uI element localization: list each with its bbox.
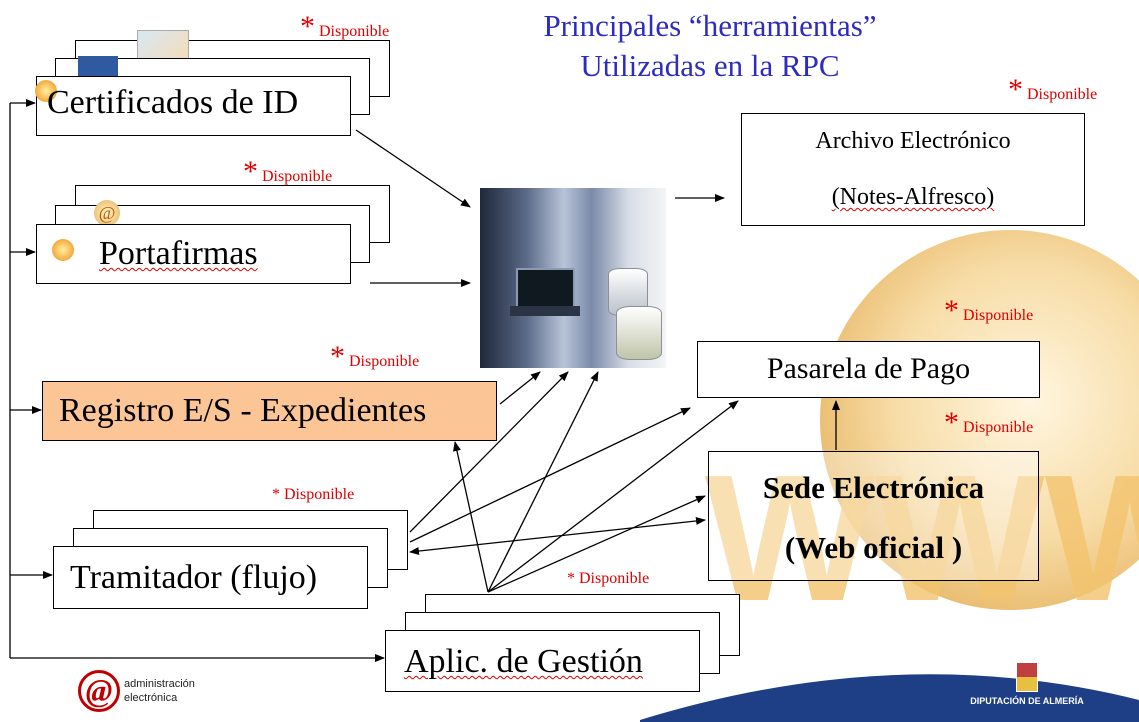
sede-available: * Disponible [944, 408, 1033, 438]
sede-label-line2: (Web oficial ) [784, 530, 963, 565]
available-text: Disponible [319, 23, 390, 40]
logo-text-line1: administración [124, 678, 195, 690]
title-line-2: Utilizadas en la RPC [580, 48, 840, 83]
signature-seal-icon [52, 239, 74, 261]
available-star: * [300, 10, 315, 43]
arrow-aplic-pasarela [487, 400, 739, 593]
arrow-tramitador-server [409, 371, 569, 533]
archivo-label-line2: (Notes-Alfresco) [742, 184, 1084, 211]
registro-box: Registro E/S - Expedientes [42, 381, 497, 441]
server-image [480, 188, 666, 368]
available-star: * [330, 340, 345, 373]
available-star: * [1008, 73, 1023, 106]
arrow-aplic-server [487, 371, 599, 593]
diagram-title: Principales “herramientas” Utilizadas en… [500, 6, 920, 86]
available-star: * [944, 406, 959, 439]
pasarela-available: * Disponible [944, 296, 1033, 326]
sede-label-line1: Sede Electrónica [762, 470, 985, 505]
arrow-aplic-registro [453, 441, 489, 593]
archivo-label-line1: Archivo Electrónico [815, 128, 1011, 154]
arrow-tramitador-sede [409, 516, 706, 556]
available-text: Disponible [963, 419, 1034, 436]
certificados-box: Certificados de ID [35, 76, 351, 136]
aplic-available: * Disponible [567, 570, 650, 587]
www-watermark: WWW [705, 438, 1139, 639]
available-text: Disponible [1027, 86, 1098, 103]
tramitador-box: Tramitador (flujo) [53, 546, 368, 609]
registro-available: * Disponible [330, 342, 419, 372]
aplic-label: Aplic. de Gestión [404, 643, 643, 680]
registro-label: Registro E/S - Expedientes [59, 392, 427, 429]
portafirmas-available: * Disponible [243, 157, 332, 187]
available-text: Disponible [262, 168, 333, 185]
title-line-1: Principales “herramientas” [543, 8, 877, 43]
at-logo-icon: @ [78, 670, 120, 712]
available-text: Disponible [963, 307, 1034, 324]
administracion-electronica-logo: @ administración electrónica [78, 668, 228, 716]
sede-box: Sede Electrónica (Web oficial ) [708, 451, 1039, 581]
available-star: * [243, 155, 258, 188]
archivo-box: Archivo Electrónico (Notes-Alfresco) [741, 113, 1085, 226]
at-sign-icon: @ [94, 200, 120, 226]
database-cylinder-2 [616, 306, 662, 360]
logo-text-line2: electrónica [124, 692, 178, 704]
globe-shape [820, 230, 1139, 610]
portafirmas-box: Portafirmas [36, 224, 351, 284]
archivo-available: * Disponible [1008, 75, 1097, 105]
blue-swoosh [640, 674, 1139, 722]
available-text: Disponible [349, 353, 420, 370]
arrow-certificados-server [355, 129, 471, 208]
tramitador-available: * Disponible [272, 486, 355, 503]
arrow-aplic-sede [487, 495, 706, 593]
certificados-label: Certificados de ID [47, 84, 299, 121]
aplic-box: Aplic. de Gestión [385, 630, 700, 692]
pasarela-box: Pasarela de Pago [697, 341, 1040, 398]
pasarela-label: Pasarela de Pago [766, 352, 971, 385]
diputacion-label: DIPUTACIÓN DE ALMERÍA [970, 696, 1084, 706]
laptop-keyboard [510, 306, 580, 316]
available-star: * [944, 294, 959, 327]
arrow-registro-server [499, 371, 541, 405]
coat-of-arms-icon [1016, 662, 1038, 692]
tramitador-label: Tramitador (flujo) [70, 559, 318, 596]
diputacion-logo: DIPUTACIÓN DE ALMERÍA [952, 662, 1102, 717]
certificate-seal-icon [35, 80, 57, 102]
archivo-label-line2-text: (Notes-Alfresco) [831, 184, 995, 210]
portafirmas-label: Portafirmas [99, 235, 258, 272]
certificados-available: * Disponible [300, 12, 389, 42]
